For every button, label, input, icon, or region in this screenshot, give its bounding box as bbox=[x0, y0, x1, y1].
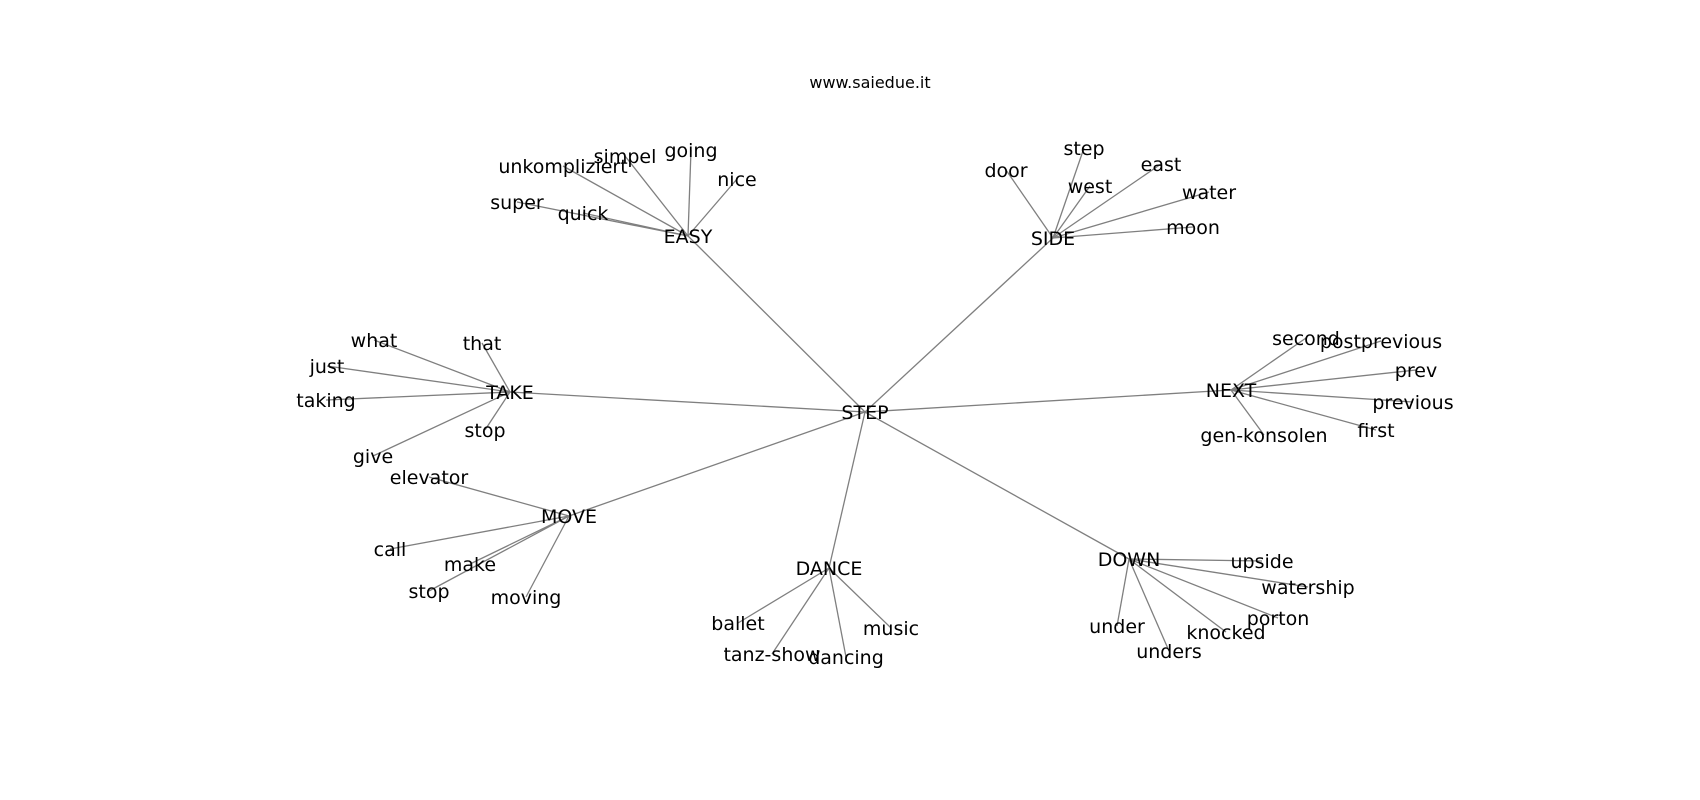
caption: www.saiedue.it bbox=[809, 73, 930, 92]
edge-next-postprevious bbox=[1230, 340, 1382, 391]
edge-take-just bbox=[326, 365, 511, 393]
hub-label-take: TAKE bbox=[485, 382, 534, 404]
leaf-label-watership: watership bbox=[1261, 577, 1354, 599]
leaf-label-going: going bbox=[664, 140, 717, 162]
edge-side-door bbox=[1005, 169, 1054, 239]
edge-root-easy bbox=[687, 235, 866, 413]
leaf-label-previous: previous bbox=[1372, 392, 1453, 414]
edge-easy-quick bbox=[582, 212, 689, 237]
leaf-label-moving: moving bbox=[491, 587, 562, 609]
leaf-label-west: west bbox=[1068, 176, 1113, 198]
edge-side-step bbox=[1052, 147, 1085, 239]
edge-move-stop bbox=[428, 515, 570, 592]
edge-dance-music bbox=[828, 567, 892, 629]
edge-dance-ballet bbox=[737, 567, 830, 624]
hub-label-dance: DANCE bbox=[796, 558, 863, 580]
edge-easy-nice bbox=[687, 178, 738, 237]
leaf-label-east: east bbox=[1141, 154, 1182, 176]
edge-root-take bbox=[509, 391, 866, 413]
edge-down-knocked bbox=[1128, 558, 1227, 633]
edge-move-call bbox=[389, 515, 570, 550]
leaf-label-porton: porton bbox=[1247, 608, 1310, 630]
root-node-label: STEP bbox=[841, 402, 888, 424]
edge-root-dance bbox=[828, 411, 866, 569]
edge-next-previous bbox=[1230, 389, 1414, 403]
edge-move-make bbox=[469, 515, 570, 565]
edge-down-porton bbox=[1128, 558, 1279, 619]
leaf-label-make: make bbox=[444, 554, 496, 576]
edge-root-down bbox=[864, 411, 1130, 560]
leaf-label-unders: unders bbox=[1136, 641, 1202, 663]
edge-easy-unkompliziert bbox=[562, 165, 689, 237]
edge-down-upside bbox=[1128, 558, 1263, 562]
leaf-label-postprevious: postprevious bbox=[1320, 331, 1442, 353]
edge-side-water bbox=[1052, 191, 1210, 239]
leaf-label-water: water bbox=[1182, 182, 1236, 204]
hub-label-down: DOWN bbox=[1098, 549, 1161, 571]
edge-next-first bbox=[1230, 389, 1377, 431]
leaf-label-ballet: ballet bbox=[711, 613, 764, 635]
edge-next-second bbox=[1230, 337, 1307, 391]
edge-down-under bbox=[1116, 558, 1130, 627]
leaf-label-dancing: dancing bbox=[808, 647, 884, 669]
leaf-label-stop: stop bbox=[408, 581, 449, 603]
edge-easy-simpel bbox=[624, 155, 689, 237]
leaf-label-door: door bbox=[984, 160, 1027, 182]
leaf-label-prev: prev bbox=[1395, 360, 1437, 382]
leaf-label-what: what bbox=[351, 330, 398, 352]
leaf-label-quick: quick bbox=[558, 203, 609, 225]
leaf-label-that: that bbox=[463, 333, 502, 355]
edge-side-moon bbox=[1052, 226, 1194, 239]
leaf-label-second: second bbox=[1272, 328, 1340, 350]
edge-move-elevator bbox=[428, 476, 570, 517]
edge-easy-going bbox=[687, 149, 692, 237]
leaf-label-music: music bbox=[863, 618, 919, 640]
edge-root-move bbox=[568, 411, 866, 517]
leaf-label-elevator: elevator bbox=[390, 467, 469, 489]
hub-label-easy: EASY bbox=[664, 226, 713, 248]
edge-root-next bbox=[864, 389, 1232, 413]
edge-dance-dancing bbox=[828, 567, 847, 658]
edge-root-side bbox=[864, 237, 1054, 413]
edge-dance-tanz-show bbox=[771, 567, 830, 655]
hub-label-next: NEXT bbox=[1206, 380, 1257, 402]
leaf-label-knocked: knocked bbox=[1186, 622, 1265, 644]
edge-next-gen-konsolen bbox=[1230, 389, 1265, 436]
edges-layer bbox=[325, 147, 1417, 658]
leaf-label-simpel: simpel bbox=[594, 146, 657, 168]
leaf-label-under: under bbox=[1089, 616, 1145, 638]
leaf-label-step: step bbox=[1063, 138, 1104, 160]
leaf-label-call: call bbox=[374, 539, 407, 561]
leaf-label-moon: moon bbox=[1166, 217, 1220, 239]
edge-take-what bbox=[373, 339, 511, 393]
leaf-label-tanz-show: tanz-show bbox=[723, 644, 820, 666]
leaf-label-first: first bbox=[1357, 420, 1394, 442]
edge-down-unders bbox=[1128, 558, 1170, 652]
leaf-label-taking: taking bbox=[296, 390, 355, 412]
edge-take-give bbox=[372, 391, 511, 457]
edge-take-stop bbox=[484, 391, 511, 431]
leaf-label-give: give bbox=[353, 446, 393, 468]
hub-label-move: MOVE bbox=[541, 506, 597, 528]
edge-move-moving bbox=[525, 515, 570, 598]
leaf-label-gen-konsolen: gen-konsolen bbox=[1200, 425, 1327, 447]
leaf-label-nice: nice bbox=[717, 169, 756, 191]
edge-take-that bbox=[481, 342, 511, 393]
edge-next-prev bbox=[1230, 369, 1417, 391]
leaf-label-upside: upside bbox=[1230, 551, 1293, 573]
edge-side-east bbox=[1052, 163, 1162, 239]
edge-down-watership bbox=[1128, 558, 1309, 588]
leaf-label-stop: stop bbox=[464, 420, 505, 442]
leaf-label-super: super bbox=[490, 192, 544, 214]
edge-side-west bbox=[1052, 185, 1091, 239]
leaf-label-just: just bbox=[309, 356, 345, 378]
leaf-label-unkompliziert: unkompliziert bbox=[498, 156, 627, 178]
edge-take-taking bbox=[325, 391, 511, 401]
hub-label-side: SIDE bbox=[1031, 228, 1075, 250]
